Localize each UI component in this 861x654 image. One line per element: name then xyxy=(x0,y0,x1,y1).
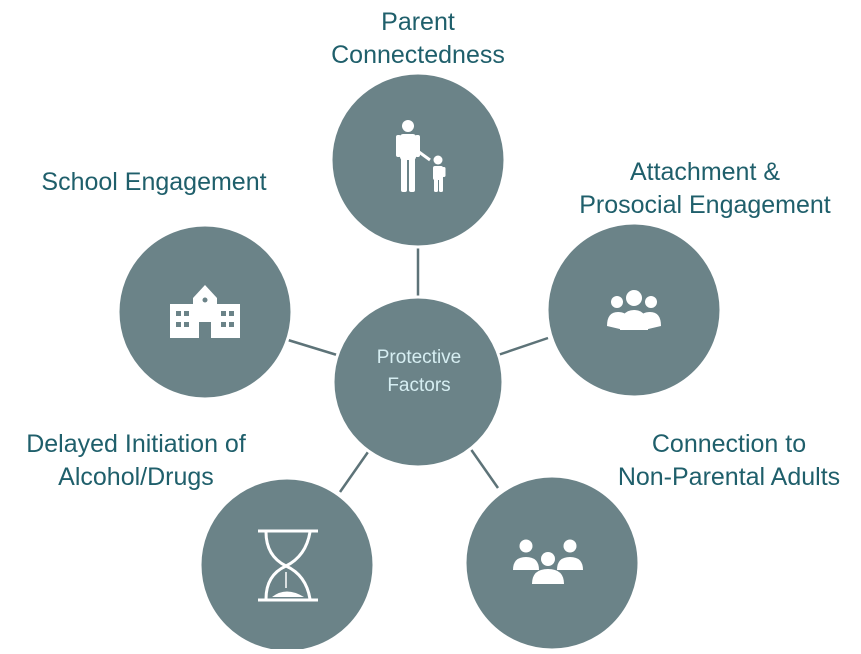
hourglass-icon xyxy=(258,529,318,602)
node-circle-delayed xyxy=(198,476,376,654)
parent-child-icon xyxy=(396,120,446,192)
connector-delayed xyxy=(338,451,370,493)
center-label: Protective Factors xyxy=(336,344,502,400)
group-icon xyxy=(607,290,661,330)
node-label-nonparental: Connection to Non-Parental Adults xyxy=(600,428,858,494)
label-line: Connection to xyxy=(651,430,807,458)
connector-school xyxy=(287,338,338,357)
node-circle-parent xyxy=(329,71,507,249)
label-line: Non-Parental Adults xyxy=(617,463,841,491)
center-circle xyxy=(331,295,505,469)
connector-attachment xyxy=(497,336,549,357)
label-line: Connectedness xyxy=(331,41,505,69)
label-line: School Engagement xyxy=(41,168,267,196)
label-line: Alcohol/Drugs xyxy=(58,463,214,491)
center-label-line: Factors xyxy=(387,375,451,396)
node-label-delayed: Delayed Initiation of Alcohol/Drugs xyxy=(8,428,264,494)
node-label-parent: Parent Connectedness xyxy=(318,6,518,72)
label-line: Parent xyxy=(381,8,455,36)
label-line: Delayed Initiation of xyxy=(26,430,246,458)
node-label-school: School Engagement xyxy=(20,166,288,199)
people-icon xyxy=(513,539,583,584)
connector-nonparental xyxy=(468,447,500,489)
label-line: Attachment & xyxy=(629,158,781,186)
node-label-attachment: Attachment & Prosocial Engagement xyxy=(575,156,835,222)
center-label-line: Protective xyxy=(376,347,462,368)
label-line: Prosocial Engagement xyxy=(579,191,831,219)
school-icon xyxy=(170,285,240,338)
